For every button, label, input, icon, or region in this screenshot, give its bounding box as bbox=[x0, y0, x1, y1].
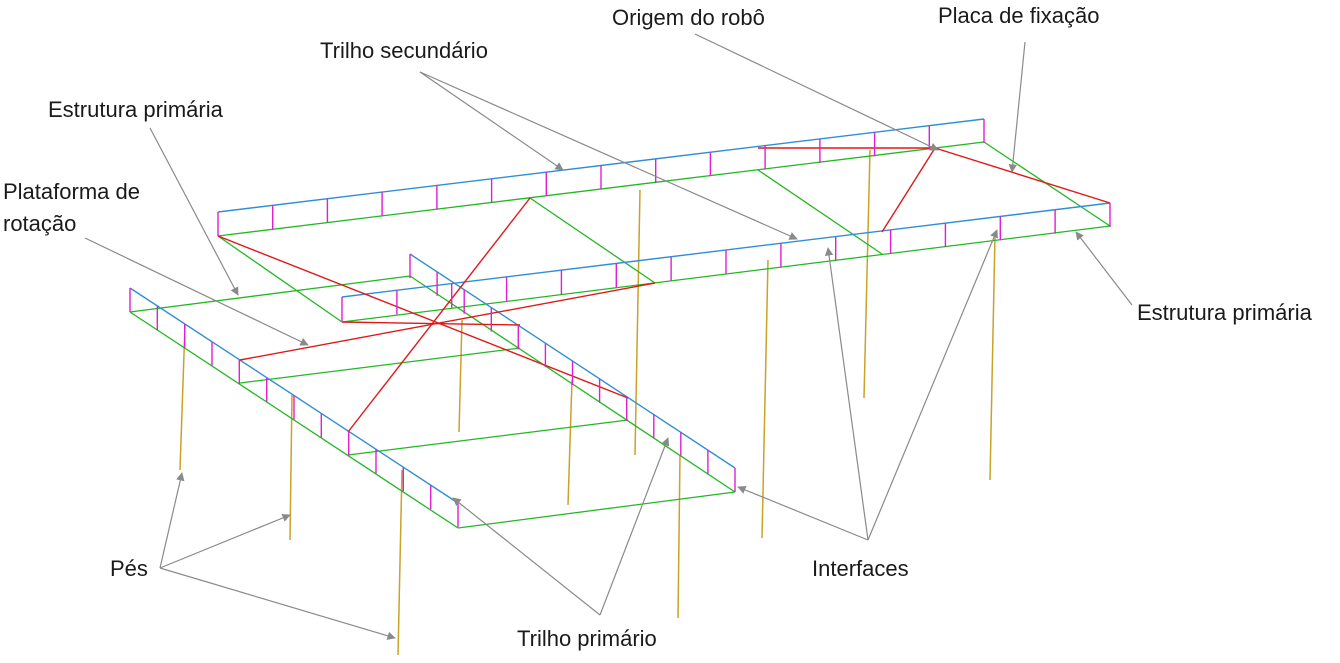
frame-edge bbox=[129, 275, 411, 313]
foot bbox=[989, 234, 996, 481]
foot bbox=[677, 454, 681, 619]
rotation-edge bbox=[881, 147, 936, 233]
leader-line bbox=[84, 237, 309, 346]
frame-edge bbox=[757, 169, 883, 255]
leader-lines bbox=[84, 33, 1133, 640]
leader-line bbox=[159, 472, 185, 569]
label-estrutura-primaria-right: Estrutura primária bbox=[1137, 300, 1312, 325]
frame-edge bbox=[983, 141, 1111, 227]
frame-edge bbox=[529, 197, 656, 284]
frame-edge bbox=[457, 491, 736, 529]
leader-line bbox=[867, 229, 998, 541]
leader-line bbox=[149, 127, 239, 296]
foot bbox=[761, 259, 769, 539]
leader-line bbox=[419, 71, 798, 240]
leader-line bbox=[737, 485, 869, 541]
label-interfaces: Interfaces bbox=[812, 556, 909, 581]
frame-edge bbox=[217, 235, 343, 323]
interfaces bbox=[129, 119, 1111, 527]
foot bbox=[179, 324, 186, 471]
foot bbox=[289, 394, 293, 541]
label-estrutura-primaria-left: Estrutura primária bbox=[48, 97, 223, 122]
label-trilho-primario: Trilho primário bbox=[517, 626, 657, 651]
leader-line bbox=[824, 247, 869, 541]
leader-line bbox=[599, 437, 670, 616]
frame-edge bbox=[129, 311, 459, 529]
label-plataforma-rotacao-2: rotação bbox=[3, 211, 77, 236]
label-trilho-secundario: Trilho secundário bbox=[320, 38, 488, 63]
label-placa-fixacao: Placa de fixação bbox=[938, 3, 1100, 28]
rotation-edge bbox=[341, 321, 521, 326]
leader-line bbox=[1075, 231, 1133, 306]
label-pes: Pés bbox=[110, 556, 148, 581]
frame-edge bbox=[239, 347, 521, 384]
foot bbox=[634, 189, 641, 456]
rotation-edge bbox=[934, 147, 1111, 204]
leader-line bbox=[1008, 41, 1026, 173]
frame-edge bbox=[347, 419, 629, 456]
rotation-platform bbox=[217, 147, 1111, 433]
rotation-edge bbox=[239, 282, 656, 361]
rotation-edge bbox=[217, 235, 629, 399]
label-origem-robo: Origem do robô bbox=[612, 5, 765, 30]
foot bbox=[458, 319, 463, 433]
primary-frame bbox=[129, 141, 1111, 529]
leader-line bbox=[419, 71, 564, 171]
foot bbox=[863, 149, 871, 399]
leader-line bbox=[159, 513, 291, 569]
leader-line bbox=[452, 497, 601, 616]
leader-line bbox=[694, 33, 939, 151]
label-plataforma-rotacao-1: Plataforma de bbox=[3, 179, 140, 204]
rotation-edge bbox=[347, 197, 531, 433]
foot bbox=[397, 469, 403, 656]
foot bbox=[567, 379, 573, 506]
leader-line bbox=[159, 567, 396, 640]
